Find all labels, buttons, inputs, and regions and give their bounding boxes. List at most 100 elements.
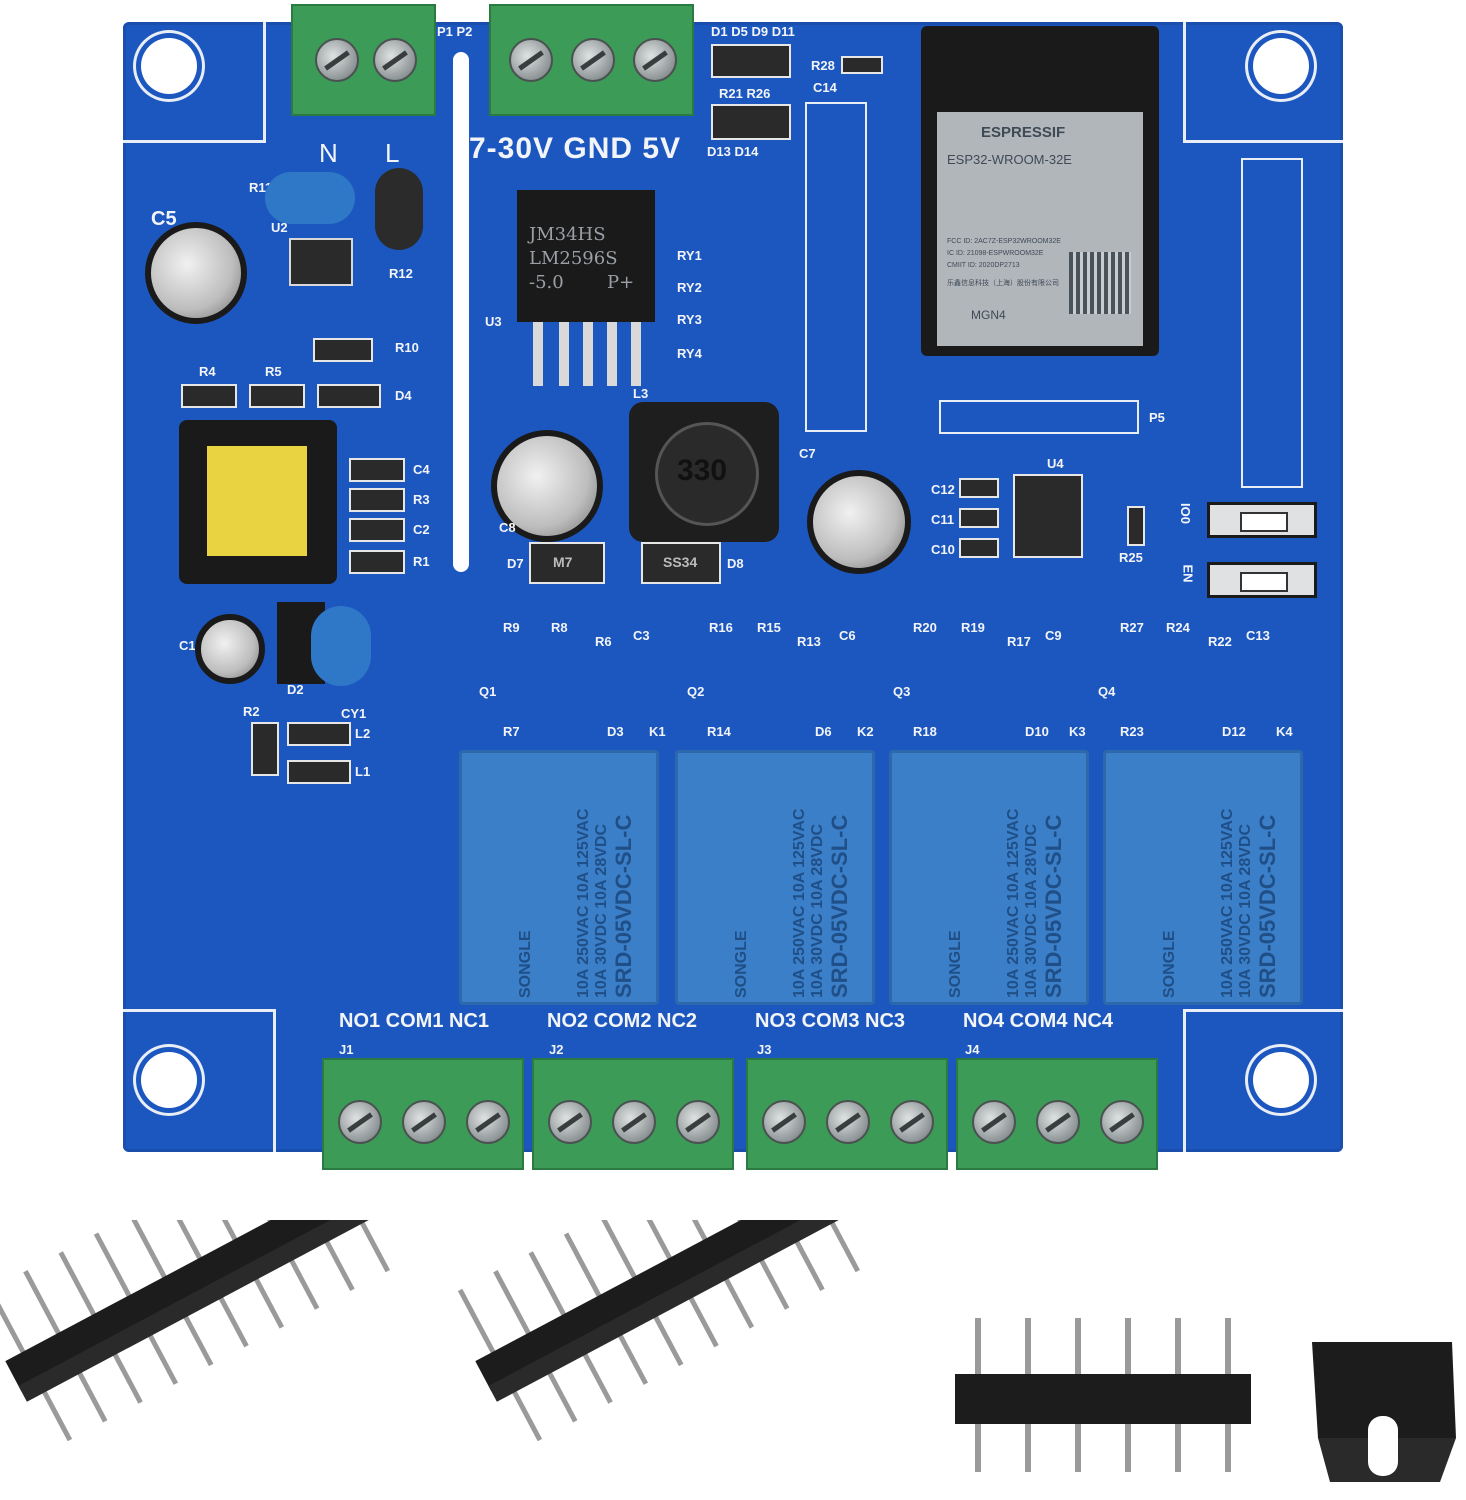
driver-label: R14 (707, 724, 731, 739)
smd-capacitor (959, 478, 999, 498)
programming-header-p5[interactable] (939, 400, 1139, 434)
relay-driver-3: R20 R19 R17 C9 Q3 R18 D10 K3 (893, 620, 1093, 740)
io0-boot-button[interactable] (1207, 502, 1317, 538)
c12-label: C12 (931, 482, 955, 497)
relay-4: SONGLE 10A 250VAC 10A 125VAC 10A 30VDC 1… (1103, 750, 1303, 1005)
screw-icon (826, 1100, 870, 1144)
relay-board-pcb: P1 P2 N L 7-30V GND 5V D1 D5 D9 D11 R28 … (123, 4, 1343, 1152)
pin-header-1x6-icon (955, 1318, 1251, 1472)
driver-label: K3 (1069, 724, 1086, 739)
esp-cmiit: CMIIT ID: 2020DP2713 (947, 262, 1020, 269)
qr-code-icon (1069, 252, 1131, 314)
relay-rating: 10A 30VDC 10A 28VDC (1023, 823, 1040, 998)
ry4-label: RY4 (677, 346, 702, 361)
driver-label: C9 (1045, 628, 1062, 643)
smd-capacitor (959, 508, 999, 528)
driver-label: C3 (633, 628, 650, 643)
screw-icon (571, 38, 615, 82)
relay-rating: 10A 30VDC 10A 28VDC (593, 823, 610, 998)
c2-label: C2 (413, 522, 430, 537)
corner-outline (1183, 1009, 1343, 1152)
driver-label: R7 (503, 724, 520, 739)
driver-label: R13 (797, 634, 821, 649)
r1-label: R1 (413, 554, 430, 569)
l3-label: L3 (633, 386, 649, 401)
relay-1: SONGLE 10A 250VAC 10A 125VAC 10A 30VDC 1… (459, 750, 659, 1005)
relay-rating: 10A 30VDC 10A 28VDC (809, 823, 826, 998)
led-label-row: D13 D14 (707, 144, 759, 159)
p5-label: P5 (1149, 410, 1165, 425)
driver-label: Q3 (893, 684, 911, 699)
gpio-header-right[interactable] (1241, 158, 1303, 488)
relay-model: SRD-05VDC-SL-C (827, 814, 852, 998)
ldo-regulator (1013, 474, 1083, 558)
buck-regulator-ic: JM34HS LM2596S -5.0 P+ (517, 190, 655, 322)
p1-p2-label: P1 P2 (437, 24, 473, 39)
cy1-label: CY1 (341, 706, 367, 721)
driver-label: R19 (961, 620, 985, 635)
isolation-slot (453, 52, 469, 572)
driver-label: R17 (1007, 634, 1031, 649)
en-reset-button[interactable] (1207, 562, 1317, 598)
voltage-label: 7-30V GND 5V (469, 132, 682, 165)
driver-label: R22 (1208, 634, 1232, 649)
io0-label: IO0 (1177, 503, 1193, 524)
screw-icon (762, 1100, 806, 1144)
smd-capacitor (313, 338, 373, 362)
screw-icon (548, 1100, 592, 1144)
smd-diode (317, 384, 381, 408)
c4-label: C4 (413, 462, 430, 477)
smd-inductor (287, 722, 351, 746)
d7-label: D7 (507, 556, 524, 571)
resistor-label-row: R21 R26 (719, 86, 771, 101)
screw-icon (338, 1100, 382, 1144)
r10-label: R10 (395, 340, 419, 355)
c8-label: C8 (499, 520, 516, 535)
driver-label: R8 (551, 620, 568, 635)
c7-label: C7 (799, 446, 816, 461)
ic-marking: P+ (607, 272, 635, 293)
esp-fcc: FCC ID: 2AC7Z-ESP32WROOM32E (947, 238, 1061, 245)
smd-diode: M7 (529, 542, 605, 584)
electrolytic-capacitor (145, 222, 247, 324)
gpio-header-left[interactable] (805, 102, 867, 432)
smd-resistor (249, 384, 305, 408)
accessories (0, 1220, 1456, 1482)
relay-driver-2: R16 R15 R13 C6 Q2 R14 D6 K2 (683, 620, 883, 740)
driver-label: K2 (857, 724, 874, 739)
relay-driver-4: R27 R24 R22 C13 Q4 R23 D12 K4 (1098, 620, 1308, 740)
screw-icon (633, 38, 677, 82)
bridge-rectifier (289, 238, 353, 286)
u4-label: U4 (1047, 456, 1064, 471)
smd-inductor (287, 760, 351, 784)
c14-label: C14 (813, 80, 837, 95)
screw-icon (315, 38, 359, 82)
output-terminal-4 (956, 1058, 1158, 1170)
driver-label: R6 (595, 634, 612, 649)
electrolytic-capacitor (807, 470, 911, 574)
relay-brand: SONGLE (947, 930, 964, 998)
d4-label: D4 (395, 388, 412, 403)
relay-brand: SONGLE (1161, 930, 1178, 998)
driver-label: R16 (709, 620, 733, 635)
screw-icon (676, 1100, 720, 1144)
esp-model: ESP32-WROOM-32E (947, 152, 1072, 167)
smd-capacitor (959, 538, 999, 558)
j2-label: J2 (549, 1042, 564, 1057)
diode-marking: M7 (553, 554, 573, 570)
driver-label: K4 (1276, 724, 1293, 739)
output-terminal-3 (746, 1058, 948, 1170)
smd-resistor (251, 722, 279, 776)
corner-outline (123, 1009, 276, 1152)
r28-label: R28 (811, 58, 835, 73)
screw-icon (373, 38, 417, 82)
ry1-label: RY1 (677, 248, 702, 263)
corner-outline (1183, 22, 1343, 143)
screw-icon (466, 1100, 510, 1144)
transformer (179, 420, 337, 584)
r2-label: R2 (243, 704, 260, 719)
led-label-row: D1 D5 D9 D11 (711, 24, 795, 39)
smd-resistor (841, 56, 883, 74)
esp-ic: IC ID: 21098-ESPWROOM32E (947, 250, 1044, 257)
relay-model: SRD-05VDC-SL-C (1255, 814, 1280, 998)
